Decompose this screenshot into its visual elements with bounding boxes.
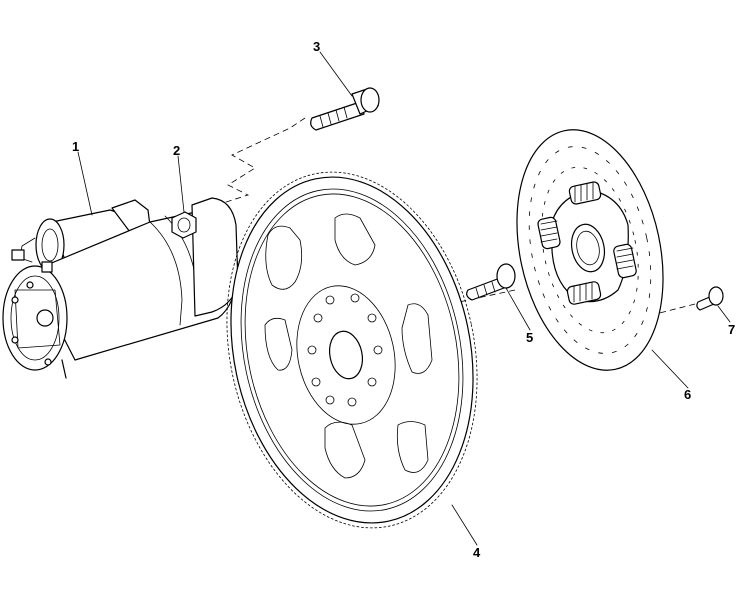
callout-6: 6: [684, 387, 691, 402]
callout-4: 4: [473, 545, 481, 560]
clutch-disc: [516, 129, 664, 371]
starter-nut: [171, 211, 197, 239]
starter-bolt: [310, 87, 380, 131]
flywheel: [226, 171, 478, 529]
callout-1: 1: [72, 139, 79, 154]
callout-labels: 1 2 3 4 5 6 7: [72, 39, 735, 560]
disc-bolt: [696, 286, 724, 311]
flywheel-bolt: [466, 263, 516, 301]
callout-5: 5: [526, 330, 533, 345]
starter-motor: [2, 197, 239, 379]
callout-2: 2: [173, 143, 180, 158]
damper-springs: [537, 181, 637, 305]
callout-3: 3: [313, 39, 320, 54]
callout-7: 7: [728, 322, 735, 337]
leader-lines: [77, 51, 731, 546]
